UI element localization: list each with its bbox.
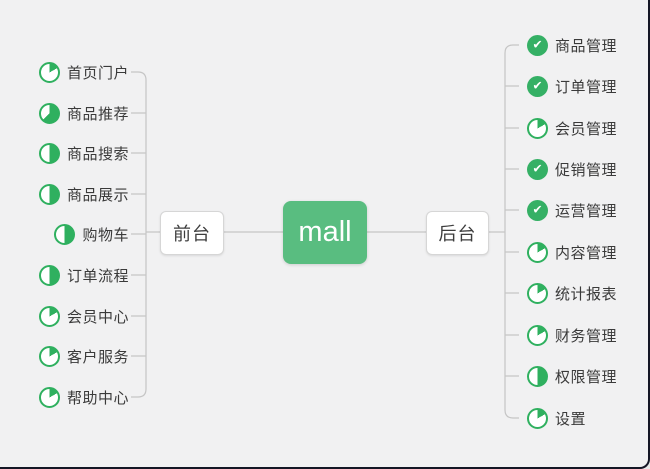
mindmap-item-operation-mgmt[interactable]: 运营管理 (527, 198, 617, 222)
mindmap-item-cart[interactable]: 购物车 (54, 222, 129, 246)
task-progress-pie-icon (38, 183, 60, 205)
mindmap-item-homepage[interactable]: 首页门户 (38, 60, 129, 84)
mindmap-item-member-mgmt[interactable]: 会员管理 (527, 116, 617, 140)
task-done-check-icon (527, 158, 548, 180)
mindmap-item-display[interactable]: 商品展示 (38, 182, 129, 206)
mindmap-item-order-flow[interactable]: 订单流程 (38, 263, 129, 287)
mindmap-node-front[interactable]: 前台 (160, 211, 224, 255)
task-done-check-icon (527, 75, 548, 97)
mindmap-item-order-mgmt[interactable]: 订单管理 (527, 74, 617, 98)
item-label: 购物车 (82, 226, 129, 244)
mindmap-item-customer-service[interactable]: 客户服务 (38, 344, 129, 368)
mindmap-item-product-mgmt[interactable]: 商品管理 (527, 33, 617, 57)
item-label: 权限管理 (555, 368, 618, 386)
task-progress-pie-icon (38, 142, 60, 164)
task-progress-pie-icon (38, 386, 60, 408)
mindmap-item-finance-mgmt[interactable]: 财务管理 (527, 323, 617, 347)
item-label: 首页门户 (66, 64, 129, 82)
mindmap-item-recommend[interactable]: 商品推荐 (38, 101, 129, 125)
item-label: 内容管理 (555, 244, 618, 262)
item-label: 会员中心 (66, 308, 129, 326)
mindmap-item-promotion-mgmt[interactable]: 促销管理 (527, 157, 617, 181)
task-progress-pie-icon (38, 61, 60, 83)
task-done-check-icon (527, 199, 548, 221)
item-label: 促销管理 (555, 161, 618, 179)
task-progress-pie-icon (527, 324, 548, 346)
item-label: 商品展示 (66, 186, 129, 204)
task-done-check-icon (527, 34, 548, 56)
task-progress-pie-icon (38, 305, 60, 327)
task-progress-pie-icon (38, 345, 60, 367)
mindmap-node-central-mall[interactable]: mall (283, 201, 367, 264)
mindmap-item-permission-mgmt[interactable]: 权限管理 (527, 364, 617, 388)
item-label: 订单管理 (555, 78, 618, 96)
item-label: 会员管理 (555, 120, 618, 138)
task-progress-pie-icon (38, 102, 60, 124)
item-label: 统计报表 (555, 285, 618, 303)
task-progress-pie-icon (527, 241, 548, 263)
item-label: 订单流程 (66, 267, 129, 285)
task-progress-pie-icon (527, 407, 548, 429)
item-label: 财务管理 (555, 327, 618, 345)
item-label: 帮助中心 (66, 389, 129, 407)
task-progress-pie-icon (527, 117, 548, 139)
mindmap-item-help-center[interactable]: 帮助中心 (38, 385, 129, 409)
item-label: 商品推荐 (66, 105, 129, 123)
mindmap-node-back[interactable]: 后台 (426, 211, 489, 255)
item-label: 商品管理 (555, 37, 618, 55)
item-label: 商品搜索 (66, 145, 129, 163)
task-progress-pie-icon (54, 223, 76, 245)
task-progress-pie-icon (38, 264, 60, 286)
item-label: 运营管理 (555, 202, 618, 220)
task-progress-pie-icon (527, 365, 548, 387)
item-label: 设置 (555, 410, 587, 428)
mindmap-item-settings[interactable]: 设置 (527, 406, 586, 430)
mindmap-item-search[interactable]: 商品搜索 (38, 141, 129, 165)
mindmap-item-statistics[interactable]: 统计报表 (527, 281, 617, 305)
task-progress-pie-icon (527, 282, 548, 304)
mindmap-item-content-mgmt[interactable]: 内容管理 (527, 240, 617, 264)
item-label: 客户服务 (66, 348, 129, 366)
mindmap-item-member-center[interactable]: 会员中心 (38, 304, 129, 328)
